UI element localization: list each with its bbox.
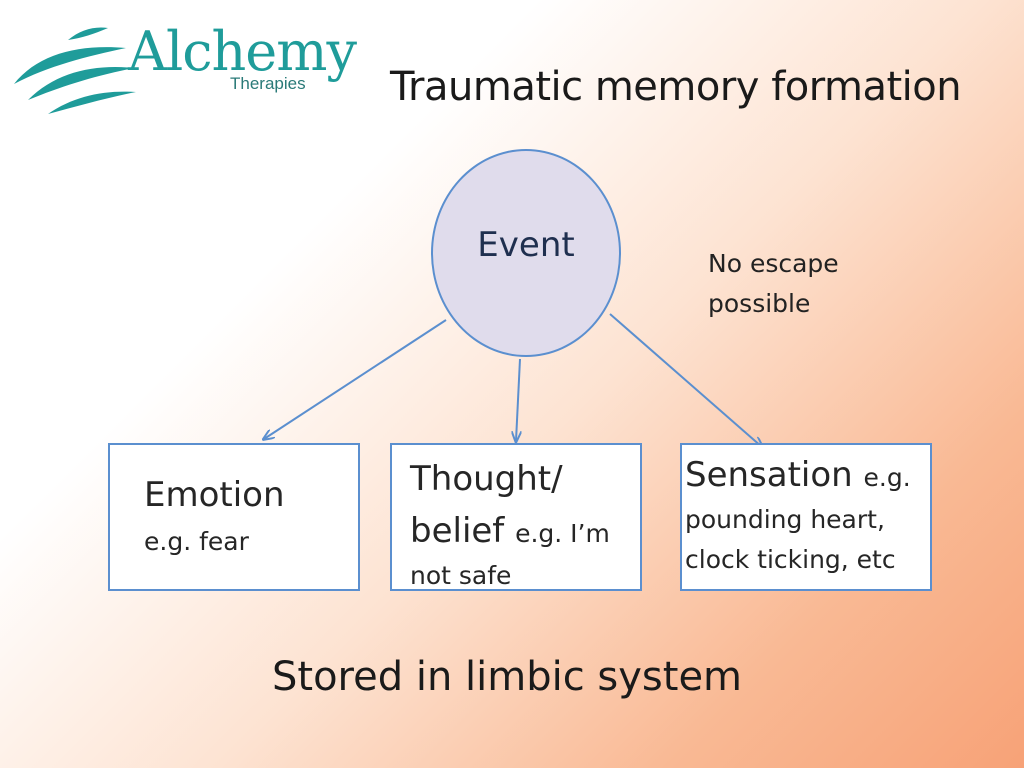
sensation-heading: Sensation — [685, 455, 853, 495]
sensation-box: Sensation e.g. pounding heart, clock tic… — [680, 443, 932, 591]
emotion-example: e.g. fear — [144, 527, 249, 556]
alchemy-logo: Alchemy Therapies — [8, 14, 368, 124]
thought-example-inline: e.g. I’m — [515, 519, 610, 548]
footer-caption: Stored in limbic system — [272, 654, 743, 700]
note-line-2: possible — [708, 289, 811, 318]
emotion-box: Emotion e.g. fear — [108, 443, 360, 591]
event-label: Event — [477, 225, 575, 265]
sensation-heading-wrap: Sensation e.g. — [685, 453, 935, 500]
slide-title: Traumatic memory formation — [390, 64, 962, 110]
swoosh-icon — [14, 27, 136, 114]
arrow-to-thought — [516, 358, 520, 441]
thought-example-cont: not safe — [410, 561, 512, 590]
thought-text: Thought/ belief e.g. I’m — [410, 453, 640, 560]
sensation-line-3: clock ticking, etc — [685, 545, 896, 574]
arrow-to-emotion — [264, 319, 447, 439]
note-line-1: No escape — [708, 249, 839, 278]
no-escape-note: No escape possible — [708, 244, 898, 324]
thought-heading-line2: belief — [410, 511, 505, 551]
sensation-line-2: pounding heart, — [685, 505, 885, 534]
thought-heading-line2-wrap: belief e.g. I’m — [410, 505, 640, 560]
sensation-example-inline: e.g. — [863, 463, 911, 492]
thought-heading-line1: Thought/ — [410, 459, 563, 499]
logo-wordmark: Alchemy — [128, 20, 357, 83]
thought-box: Thought/ belief e.g. I’m not safe — [390, 443, 642, 591]
event-node: Event — [431, 149, 621, 357]
arrow-to-sensation — [609, 313, 762, 447]
emotion-heading: Emotion — [144, 475, 285, 515]
logo-subtitle: Therapies — [230, 74, 306, 93]
